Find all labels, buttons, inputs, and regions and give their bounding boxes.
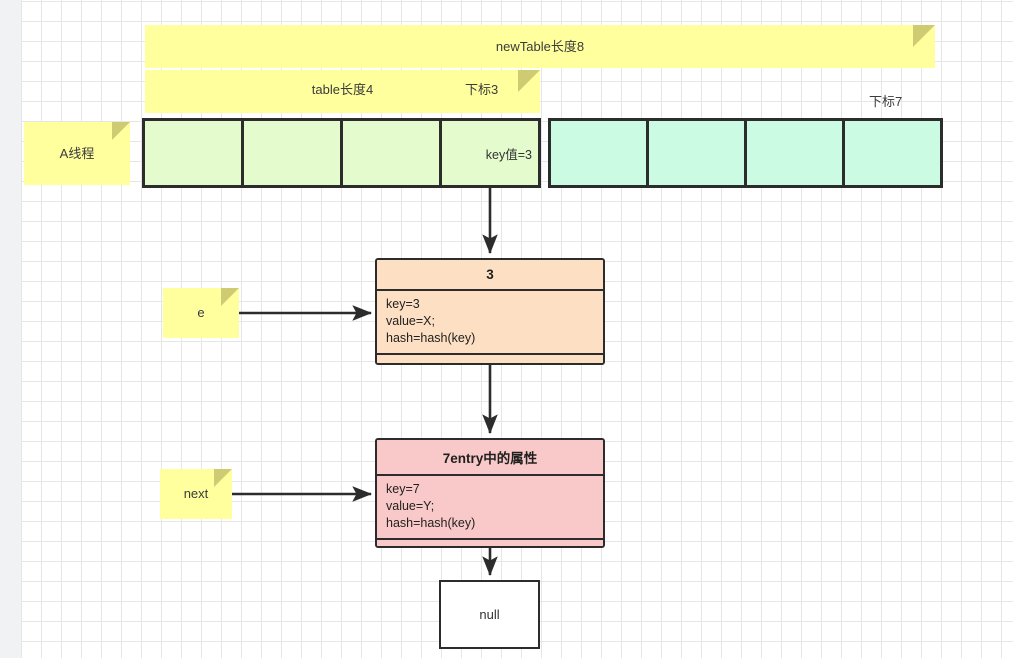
entry-attr-hash: hash=hash(key)	[386, 330, 476, 345]
array-cell[interactable]	[649, 121, 747, 185]
entry-node-7[interactable]: 7entry中的属性 key=7 value=Y; hash=hash(key)…	[375, 438, 605, 548]
horizontal-scrollbar-track[interactable]	[0, 659, 1013, 670]
next-note[interactable]: next	[160, 469, 232, 519]
entry-attr-value: value=X;	[386, 313, 435, 328]
entry-attr-key: key=3	[386, 297, 420, 311]
entry-node-3-next: next=7	[377, 354, 603, 363]
array-cell[interactable]	[845, 121, 940, 185]
entry-node-7-header: 7entry中的属性	[377, 440, 603, 476]
sticky-fold-icon	[214, 469, 232, 487]
sticky-fold-icon	[913, 25, 935, 47]
entry-node-7-attributes: key=7 value=Y; hash=hash(key)	[377, 476, 603, 540]
entry-node-3-attributes: key=3 value=X; hash=hash(key)	[377, 291, 603, 355]
array-cell[interactable]	[551, 121, 649, 185]
left-gutter	[0, 0, 21, 670]
newtable-banner[interactable]: newTable长度8	[145, 25, 935, 68]
newtable-banner-label: newTable长度8	[495, 38, 585, 54]
entry-node-7-next: next=null	[377, 539, 603, 546]
e-note-label: e	[197, 305, 205, 321]
table-banner-label: table长度4	[311, 82, 374, 97]
next-note-label: next	[183, 486, 209, 502]
entry-node-3[interactable]: 3 key=3 value=X; hash=hash(key) next=7	[375, 258, 605, 365]
entry-attr-key: key=7	[386, 482, 420, 496]
index7-label: 下标7	[869, 94, 903, 109]
null-box-label: null	[479, 607, 500, 622]
sticky-fold-icon	[518, 70, 540, 92]
table-banner[interactable]: table长度4 下标3	[145, 70, 540, 113]
sticky-fold-icon	[112, 122, 130, 140]
null-box[interactable]: null	[439, 580, 540, 649]
sticky-fold-icon	[221, 288, 239, 306]
thread-a-note-label: A线程	[59, 145, 95, 161]
array-cell[interactable]	[244, 121, 343, 185]
old-table-cells: key值=3	[142, 118, 541, 188]
index3-note-label: 下标3	[465, 82, 499, 97]
thread-a-note[interactable]: A线程	[24, 122, 130, 185]
new-table-cells	[548, 118, 943, 188]
array-cell[interactable]	[145, 121, 244, 185]
array-cell[interactable]	[343, 121, 442, 185]
array-cell-key3[interactable]: key值=3	[442, 121, 538, 185]
e-note[interactable]: e	[163, 288, 239, 338]
array-cell-label: key值=3	[485, 147, 532, 162]
entry-attr-hash: hash=hash(key)	[386, 515, 476, 530]
array-cell[interactable]	[747, 121, 845, 185]
entry-attr-value: value=Y;	[386, 498, 435, 513]
entry-node-3-header: 3	[377, 260, 603, 291]
